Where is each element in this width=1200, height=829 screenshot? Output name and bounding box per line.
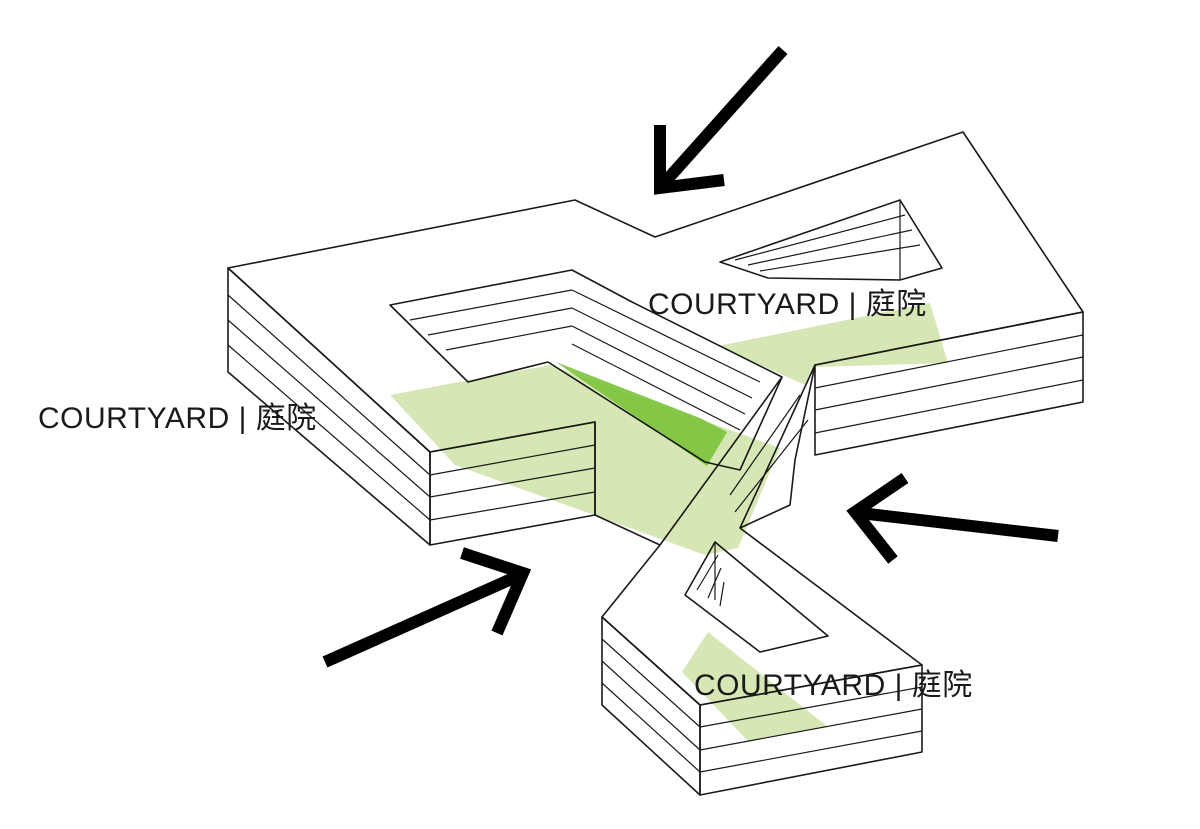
void-inner-line [571, 325, 746, 415]
arrow-head [654, 125, 725, 195]
courtyard-label-south: COURTYARD | 庭院 [694, 669, 973, 702]
north-courtyard-void [719, 199, 943, 281]
arrow-head [846, 473, 909, 564]
void-inner-line [445, 325, 573, 351]
floor-line [601, 638, 701, 728]
arrow-shaft [859, 507, 1059, 542]
north-void-rim [719, 199, 943, 281]
floor-line [227, 319, 431, 498]
arrow-shaft [660, 46, 788, 186]
floor-line [814, 379, 1084, 434]
courtyard-label-west: COURTYARD | 庭院 [38, 402, 317, 435]
void-inner-line [409, 289, 573, 321]
floor-line [699, 730, 923, 773]
green-plane-south [682, 632, 828, 741]
floor-line [601, 660, 701, 751]
green-planes [390, 303, 948, 741]
void-inner-line [571, 343, 741, 431]
void-inner-line [427, 307, 573, 336]
floor-line [601, 682, 701, 773]
floor-line [814, 334, 1084, 389]
arrow-northeast [654, 46, 788, 195]
courtyard-label-north: COURTYARD | 庭院 [648, 288, 927, 321]
void-inner-line [571, 289, 761, 383]
east-wing-facade [814, 311, 1084, 456]
floor-line [227, 294, 431, 476]
floor-line [227, 344, 431, 521]
floor-line [814, 356, 1084, 411]
green-plane-west [390, 365, 780, 555]
arrow-east [846, 473, 1059, 564]
void-inner-line [719, 581, 725, 607]
green-plane-central-dark [556, 362, 727, 466]
arrow-head [460, 547, 532, 636]
arrow-shaft [322, 571, 519, 668]
void-inner-line [571, 307, 753, 399]
south-void-rim [684, 541, 829, 653]
green-plane-north [718, 303, 948, 385]
void-inner-line [759, 244, 921, 272]
south-courtyard-void [684, 541, 829, 653]
arrow-southwest [322, 547, 532, 668]
void-inner-line [747, 229, 913, 266]
void-inner-line [734, 214, 906, 261]
